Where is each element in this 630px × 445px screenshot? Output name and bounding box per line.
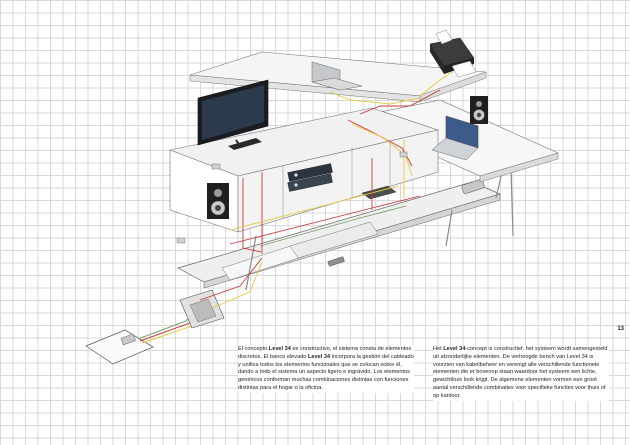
cable-tray [177,179,502,329]
router-icon [361,185,397,200]
text-segment: -concept is constructief, het systeem wo… [433,346,608,399]
floor-box [85,329,154,365]
monitor-icon [197,79,269,150]
printer-icon [429,29,477,78]
text-segment: es constructivo, el sistema consta de el… [238,346,412,360]
laptop-icon [431,115,479,161]
speaker-icon [470,96,488,124]
dutch-paragraph: Het Level 34-concept is constructief, he… [433,346,609,401]
text-segment: Het [433,346,444,352]
laptop-icon [311,61,363,91]
spanish-paragraph: El concepto Level 34 es constructivo, el… [238,346,414,393]
speaker-icon [207,183,229,219]
desk-legs [245,167,514,291]
bench-cables [199,140,421,309]
text-segment: incorpora la gestión del cableado y unif… [238,353,414,391]
brand-name: Level 34 [268,346,291,352]
page-number: 13 [617,326,624,332]
text-segment: El concepto [238,346,269,352]
power-outlet-icon [176,151,408,244]
brand-name: Level 34 [443,346,466,352]
brand-name: Level 34 [307,353,331,360]
hifi-icon [287,163,333,192]
